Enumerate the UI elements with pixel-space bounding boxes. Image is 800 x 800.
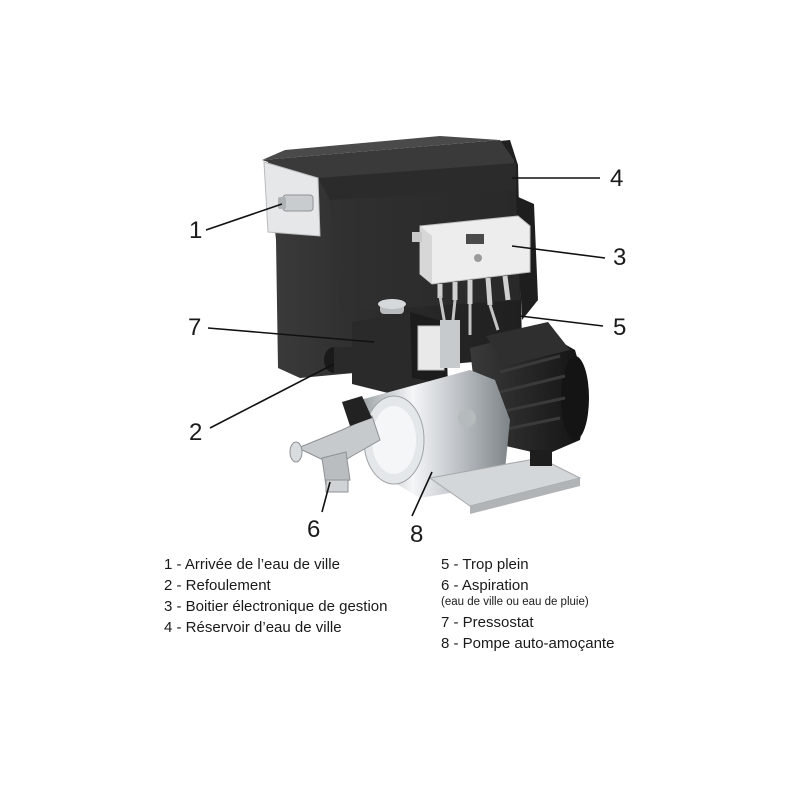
callout-2: 2: [189, 419, 203, 446]
callout-8: 8: [410, 521, 424, 548]
pressure-switch: [352, 299, 460, 394]
callout-4: 4: [610, 165, 624, 192]
pump-unit-illustration: [205, 136, 606, 517]
callout-6: 6: [307, 516, 321, 543]
leader-line-5: [519, 315, 604, 327]
callout-7: 7: [188, 314, 202, 341]
control-box: [412, 215, 531, 335]
legend-item-5: 5 - Trop plein: [441, 556, 529, 573]
legend-left: 1 - Arrivée de l’eau de ville 2 - Refoul…: [164, 554, 387, 638]
leader-line-1: [205, 203, 283, 231]
legend-right: 5 - Trop plein 6 - Aspiration (eau de vi…: [441, 554, 614, 654]
legend-item-7: 7 - Pressostat: [441, 614, 534, 631]
leader-line-6: [321, 481, 331, 513]
legend-item-6: 6 - Aspiration: [441, 577, 529, 594]
reservoir-tank: [262, 136, 538, 378]
legend-item-1: 1 - Arrivée de l’eau de ville: [164, 556, 340, 573]
suction-elbow: [289, 396, 381, 493]
legend-item-8: 8 - Pompe auto-amoçante: [441, 635, 615, 652]
legend-item-6-note: (eau de ville ou eau de pluie): [441, 596, 589, 608]
callout-1: 1: [189, 217, 203, 244]
legend-item-2: 2 - Refoulement: [164, 577, 271, 594]
callout-5: 5: [613, 314, 627, 341]
inlet-fitting: [278, 194, 314, 212]
leader-line-2: [209, 363, 335, 429]
leader-line-7: [207, 327, 375, 343]
base-plate: [428, 450, 582, 514]
callout-3: 3: [613, 244, 627, 271]
leader-lines: [205, 177, 606, 517]
legend-item-4: 4 - Réservoir d’eau de ville: [164, 619, 342, 636]
leader-line-8: [411, 471, 433, 517]
pump-body: [360, 370, 510, 498]
leader-line-3: [511, 245, 606, 259]
legend-item-3: 3 - Boitier électronique de gestion: [164, 598, 388, 615]
outlet-fitting: [324, 347, 356, 373]
